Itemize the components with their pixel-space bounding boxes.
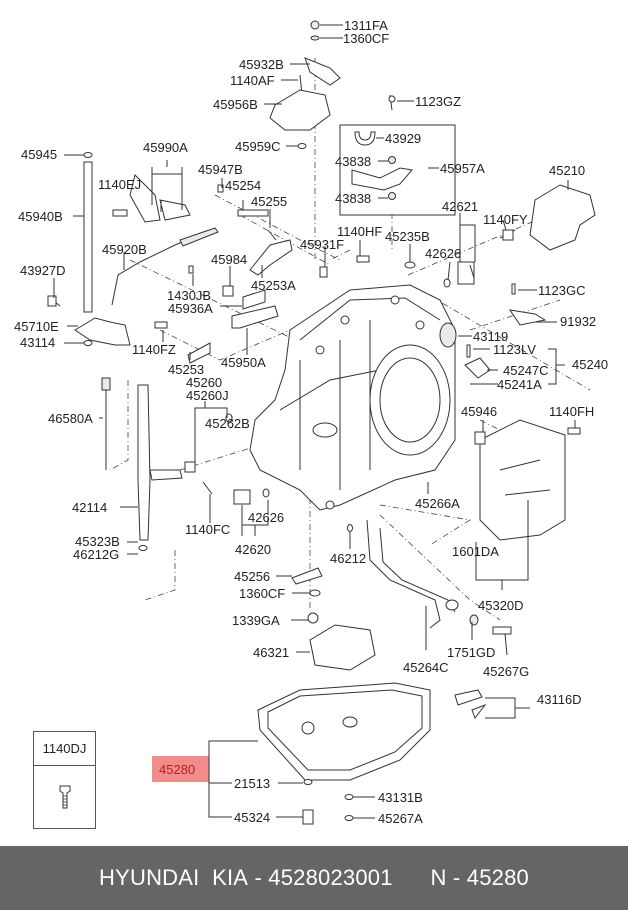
transmission-case [249,284,456,511]
label-42114[interactable]: 42114 [72,500,107,515]
label-45241A[interactable]: 45241A [497,377,542,392]
bolt-icon [34,766,95,828]
label-43929[interactable]: 43929 [385,131,421,146]
label-42620[interactable]: 42620 [235,542,271,557]
label-45947B[interactable]: 45947B [198,162,243,177]
label-45262B[interactable]: 45262B [205,416,250,431]
label-45256[interactable]: 45256 [234,569,270,584]
separator-2: - [446,865,467,890]
label-1140FY[interactable]: 1140FY [483,212,528,227]
leader-lines [53,24,576,819]
part-number: 4528023001 [268,865,393,890]
label-45260J[interactable]: 45260J [186,388,229,403]
label-46321[interactable]: 46321 [253,645,289,660]
label-45320D[interactable]: 45320D [478,598,524,613]
separator: - [248,865,269,890]
lower-middle-parts [257,519,512,825]
label-45984[interactable]: 45984 [211,252,247,267]
inset-box-1140DJ: 1140DJ [33,731,96,829]
label-43927D[interactable]: 43927D [20,263,66,278]
label-45936A[interactable]: 45936A [168,301,213,316]
label-45253[interactable]: 45253 [168,362,204,377]
label-43119[interactable]: 43119 [473,329,508,344]
label-1360CF[interactable]: 1360CF [343,31,389,46]
label-45956B[interactable]: 45956B [213,97,258,112]
label-45267G[interactable]: 45267G [483,664,529,679]
label-1140HF[interactable]: 1140HF [337,224,382,239]
label-45247C[interactable]: 45247C [503,363,549,378]
label-45210[interactable]: 45210 [549,163,585,178]
label-1751GD[interactable]: 1751GD [447,645,495,660]
label-45990A[interactable]: 45990A [143,140,188,155]
label-45264C[interactable]: 45264C [403,660,449,675]
label-21513[interactable]: 21513 [234,776,270,791]
label-45957A[interactable]: 45957A [440,161,485,176]
label-46580A[interactable]: 46580A [48,411,93,426]
label-45932B[interactable]: 45932B [239,57,284,72]
ref-prefix: N [430,865,447,890]
label-45240[interactable]: 45240 [572,357,608,372]
label-1601DA[interactable]: 1601DA [452,544,499,559]
label-1140FZ[interactable]: 1140FZ [132,342,176,357]
spacer [393,865,431,891]
label-1140EJ[interactable]: 1140EJ [98,177,141,192]
label-91932[interactable]: 91932 [560,314,596,329]
label-45255[interactable]: 45255 [251,194,287,209]
label-45946[interactable]: 45946 [461,404,497,419]
label-1339GA[interactable]: 1339GA [232,613,280,628]
label-1123LV[interactable]: 1123LV [493,342,536,357]
right-side-parts [356,184,596,541]
part-labels: 1311FA 1360CF 45932B 1140AF 45956B 1123G… [14,18,608,826]
top-linkage-parts [269,20,456,216]
label-45253A[interactable]: 45253A [251,278,296,293]
part-number-footer: HYUNDAI KIA - 4528023001 N - 45280 [0,846,628,910]
label-1123GZ[interactable]: 1123GZ [415,94,461,109]
parts-diagram: 1311FA 1360CF 45932B 1140AF 45956B 1123G… [14,18,608,826]
label-45710E[interactable]: 45710E [14,319,59,334]
label-45945[interactable]: 45945 [21,147,57,162]
label-43131B[interactable]: 43131B [378,790,423,805]
brand-name: HYUNDAI KIA [99,865,249,890]
inset-label[interactable]: 1140DJ [34,732,95,766]
label-45959C[interactable]: 45959C [235,139,281,154]
label-45235B[interactable]: 45235B [385,229,430,244]
label-1430JB[interactable]: 1430JB [167,288,211,303]
label-1311FA[interactable]: 1311FA [344,18,388,33]
label-43114[interactable]: 43114 [20,335,55,350]
label-45260[interactable]: 45260 [186,375,222,390]
label-1140FC[interactable]: 1140FC [185,522,230,537]
label-43116D[interactable]: 43116D [537,692,582,707]
lower-left-parts [101,377,353,551]
label-46212G[interactable]: 46212G [73,547,119,562]
ref-number: 45280 [466,865,529,890]
label-45267A[interactable]: 45267A [378,811,423,826]
label-45940B[interactable]: 45940B [18,209,63,224]
label-42626-lower[interactable]: 42626 [248,510,284,525]
label-45950A[interactable]: 45950A [221,355,266,370]
label-1140FH[interactable]: 1140FH [549,404,594,419]
label-43838[interactable]: 43838 [335,154,371,169]
highlight-box [152,756,209,782]
label-42626[interactable]: 42626 [425,246,461,261]
label-43838-lower[interactable]: 43838 [335,191,371,206]
label-1360CF-lower[interactable]: 1360CF [239,586,285,601]
label-1140AF[interactable]: 1140AF [230,73,275,88]
label-42621[interactable]: 42621 [442,199,478,214]
label-45920B[interactable]: 45920B [102,242,147,257]
left-shaft-parts [47,152,328,364]
label-46212[interactable]: 46212 [330,551,366,566]
label-45254[interactable]: 45254 [225,178,261,193]
label-45280-highlighted[interactable]: 45280 [159,762,195,777]
label-1123GC[interactable]: 1123GC [538,283,585,298]
label-45323B[interactable]: 45323B [75,534,120,549]
label-45324[interactable]: 45324 [234,810,270,825]
label-45266A[interactable]: 45266A [415,496,460,511]
label-45931F[interactable]: 45931F [300,237,344,252]
